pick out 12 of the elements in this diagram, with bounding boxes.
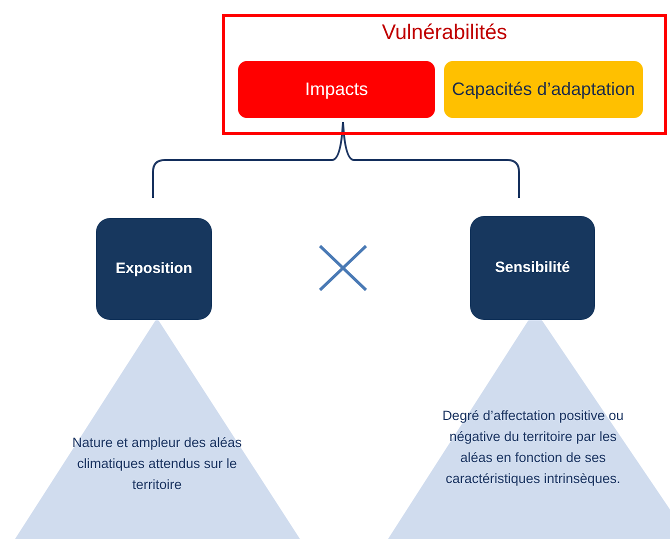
concept-box: [96, 218, 212, 320]
description-text: Degré d’affectation positive ou négative du territoire par les aléas en fonction de ses caractéristiques intrinsèques.: [441, 407, 625, 488]
box-label: Capacités d’adaptation: [450, 78, 636, 102]
group-frame: [222, 14, 667, 135]
concept-box: [444, 61, 643, 118]
box-label: Impacts: [304, 78, 370, 102]
description-text: Nature et ampleur des aléas climatiques attendus sur le territoire: [71, 434, 243, 494]
box-label: Sensibilité: [494, 258, 572, 278]
box-label: Exposition: [114, 258, 194, 279]
concept-box: [238, 61, 435, 118]
group-title: Vulnérabilités: [380, 21, 508, 45]
concept-box: [470, 216, 595, 320]
